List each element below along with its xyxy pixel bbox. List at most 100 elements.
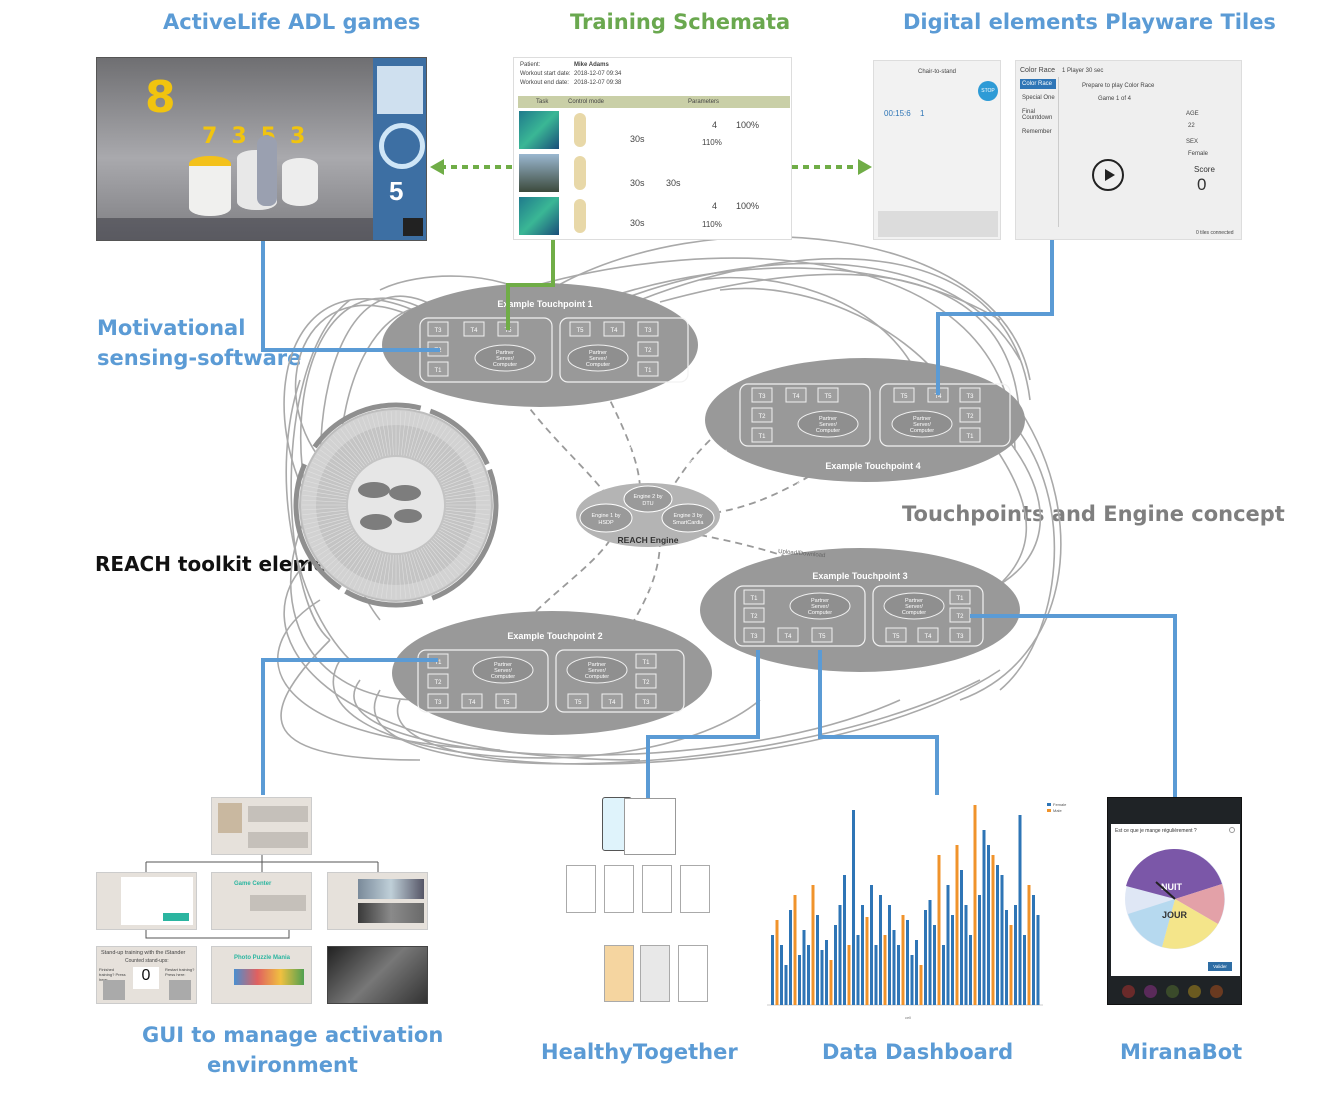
game-icons[interactable] — [250, 895, 306, 911]
close-icon[interactable] — [1229, 827, 1235, 833]
tile-box — [637, 321, 659, 337]
wheel-spoke — [319, 449, 356, 476]
tile-label: T5 — [824, 394, 832, 400]
tile-label: T4 — [924, 634, 932, 640]
emoji-icon[interactable] — [1144, 985, 1157, 998]
dashboard-bar — [987, 845, 990, 1005]
wheel-spoke — [314, 529, 353, 553]
touchpoint-3-label: Example Touchpoint 3 — [812, 571, 907, 581]
tile-box — [637, 341, 659, 357]
wheel-spoke — [317, 531, 355, 557]
wheel-spoke — [344, 426, 370, 464]
age-value[interactable]: 22 — [1188, 123, 1195, 129]
action-buttons[interactable] — [163, 913, 189, 921]
wheel-spoke — [434, 445, 470, 474]
wheel-spoke — [443, 475, 486, 490]
menu-item[interactable]: Final Countdown — [1022, 109, 1053, 121]
avatar-figure — [257, 136, 277, 206]
gui-title-line2: environment — [207, 1053, 358, 1077]
tile-label: T1 — [434, 660, 442, 666]
wheel-spoke — [302, 494, 347, 501]
app-screen — [680, 865, 710, 913]
stop-button[interactable]: STOP — [978, 81, 998, 101]
puzzle-thumbnails[interactable] — [234, 969, 304, 985]
dashboard-bar — [1000, 875, 1004, 1005]
dashboard-bar — [1018, 815, 1022, 1005]
sex-value[interactable]: Female — [1188, 151, 1209, 157]
dashboard-bar — [1032, 895, 1035, 1005]
emoji-icon[interactable] — [1210, 985, 1223, 998]
tile-label: T5 — [576, 328, 584, 334]
dashboard-bar — [910, 955, 914, 1005]
wheel-spoke — [441, 466, 482, 485]
tile-label: T5 — [574, 700, 582, 706]
restart-button[interactable] — [169, 980, 191, 1000]
menu-item[interactable]: Color Race — [1022, 81, 1053, 87]
objects-value: 4 — [712, 120, 718, 130]
playware-connector — [936, 240, 1054, 395]
finish-button[interactable] — [103, 980, 125, 1000]
tile-box — [495, 693, 517, 709]
yellow-bin — [189, 156, 231, 216]
end-label: Workout end date: — [520, 80, 569, 86]
tile-label: T2 — [956, 614, 964, 620]
wheel-spoke — [436, 449, 473, 476]
white-bin — [282, 158, 318, 206]
miranabot-connector — [970, 614, 1177, 797]
wheel-spoke — [416, 419, 435, 460]
playware-tablet-right: Color Race 1 Player 30 sec Color Race Sp… — [1015, 60, 1242, 240]
emoji-row[interactable] — [1120, 984, 1230, 998]
emoji-icon[interactable] — [1188, 985, 1201, 998]
wheel-spoke — [310, 466, 351, 485]
tile-box — [461, 693, 483, 709]
emoji-icon[interactable] — [1122, 985, 1135, 998]
wheel-spoke — [302, 499, 347, 503]
play-button[interactable] — [1092, 159, 1124, 191]
menu-item[interactable]: Remember — [1022, 129, 1052, 135]
photo-strip[interactable] — [358, 879, 424, 899]
dashboard-bar — [798, 955, 801, 1005]
wheel-spoke — [444, 480, 487, 493]
wheel-spoke — [305, 517, 348, 530]
dashboard-bar — [847, 945, 851, 1005]
menu-item[interactable]: Special One — [1022, 95, 1055, 101]
wheel-spoke — [420, 423, 444, 462]
validate-button[interactable]: Valider — [1208, 962, 1232, 971]
restart-label: Restart training? Press here: — [165, 967, 195, 977]
partner-label: Computer — [910, 428, 934, 434]
dashboard-bar — [982, 830, 986, 1005]
tile-box — [959, 427, 981, 443]
dashboard-bar — [793, 895, 797, 1005]
dashboard-bar — [888, 905, 891, 1005]
menu-selected[interactable] — [1020, 79, 1056, 89]
dashboard-bar — [771, 935, 774, 1005]
wheel-spoke — [312, 462, 352, 483]
healthytogether-title: HealthyTogether — [541, 1040, 738, 1064]
standup-count: 0 — [133, 967, 159, 989]
wheel-spoke — [439, 529, 478, 553]
clock-hand[interactable] — [1155, 881, 1176, 900]
partner-label: Server/ — [496, 356, 514, 362]
tile-box — [603, 321, 625, 337]
gui-game-center-screen: Game Center — [211, 872, 312, 930]
counter: 1 — [920, 109, 925, 118]
tile-label: T1 — [758, 434, 766, 440]
partner-node — [883, 592, 945, 620]
tile-label: T4 — [792, 394, 800, 400]
engine-3-line2: SmartCardia — [673, 520, 705, 526]
wheel-spoke — [348, 423, 372, 462]
engine-3-ellipse — [661, 503, 715, 533]
gap-value: 110% — [702, 220, 722, 229]
tile-label: T4 — [468, 700, 476, 706]
emoji-icon[interactable] — [1166, 985, 1179, 998]
wheel-spoke — [432, 441, 467, 472]
gui-photos-screen — [327, 872, 428, 930]
tile-label: T4 — [470, 328, 478, 334]
legend-female: Female — [1053, 802, 1067, 807]
standup-title: Stand-up training with the iStander — [101, 950, 186, 956]
task-thumbnail — [519, 197, 559, 235]
dashboard-bar — [1027, 885, 1031, 1005]
photo-strip[interactable] — [358, 903, 424, 923]
icon-row — [248, 832, 308, 848]
tile-label: T5 — [818, 634, 826, 640]
